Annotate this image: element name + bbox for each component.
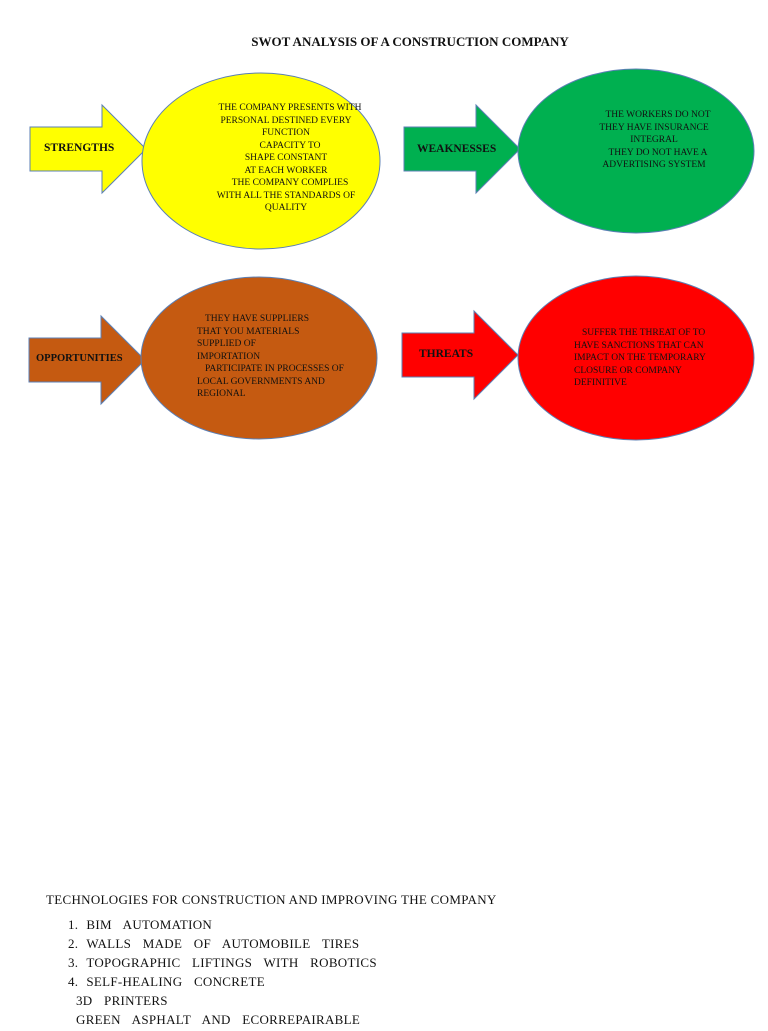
weaknesses-list: THE WORKERS DO NOT THEY HAVE INSURANCE I… — [588, 109, 720, 172]
technology-item: GREEN ASPHALT AND ECORREPAIRABLE — [76, 1012, 361, 1027]
technology-item: 4.SELF-HEALING CONCRETE — [68, 974, 265, 989]
strengths-list: THE COMPANY PRESENTS WITH PERSONAL DESTI… — [200, 102, 372, 215]
opportunities-ellipse — [140, 276, 378, 440]
technology-item: 2.WALLS MADE OF AUTOMOBILE TIRES — [68, 936, 360, 951]
threats-list: SUFFER THE THREAT OF TO HAVE SANCTIONS T… — [574, 327, 714, 390]
opportunities-item: PARTICIPATE IN PROCESSES OF LOCAL GOVERN… — [197, 364, 344, 399]
threats-ellipse — [517, 275, 755, 441]
technology-item: 3.TOPOGRAPHIC LIFTINGS WITH ROBOTICS — [68, 955, 377, 970]
strengths-item: CAPACITY TO SHAPE CONSTANT AT EACH WORKE… — [244, 140, 328, 176]
threats-arrow — [401, 309, 519, 401]
threats-item: SUFFER THE THREAT OF TO HAVE SANCTIONS T… — [574, 328, 706, 388]
technologies-list: 1.BIM AUTOMATION 2.WALLS MADE OF AUTOMOB… — [46, 917, 497, 1028]
opportunities-arrow — [28, 314, 146, 406]
weaknesses-ellipse — [517, 68, 755, 234]
opportunities-list: THEY HAVE SUPPLIERS THAT YOU MATERIALS S… — [197, 313, 357, 401]
technologies-section: TECHNOLOGIES FOR CONSTRUCTION AND IMPROV… — [46, 892, 497, 1031]
strengths-arrow — [29, 103, 147, 195]
weaknesses-item: THE WORKERS DO NOT THEY HAVE INSURANCE I… — [599, 110, 711, 145]
strengths-label: STRENGTHS — [44, 142, 115, 154]
strengths-item: THE COMPANY COMPLIES WITH ALL THE STANDA… — [216, 178, 356, 213]
strengths-item: THE COMPANY PRESENTS WITH PERSONAL DESTI… — [218, 103, 362, 138]
opportunities-item: THEY HAVE SUPPLIERS THAT YOU MATERIALS S… — [197, 314, 309, 362]
technologies-title: TECHNOLOGIES FOR CONSTRUCTION AND IMPROV… — [46, 892, 497, 907]
technology-item: 1.BIM AUTOMATION — [68, 917, 213, 932]
weaknesses-arrow — [403, 103, 521, 195]
weaknesses-label: WEAKNESSES — [417, 143, 497, 155]
technology-item: 3D PRINTERS — [76, 993, 168, 1008]
swot-diagram — [28, 68, 755, 441]
strengths-ellipse — [141, 72, 381, 250]
threats-label: THREATS — [419, 348, 474, 360]
page-title: SWOT ANALYSIS OF A CONSTRUCTION COMPANY — [251, 34, 569, 49]
opportunities-label: OPPORTUNITIES — [36, 353, 123, 364]
weaknesses-item: THEY DO NOT HAVE A ADVERTISING SYSTEM — [602, 147, 708, 171]
